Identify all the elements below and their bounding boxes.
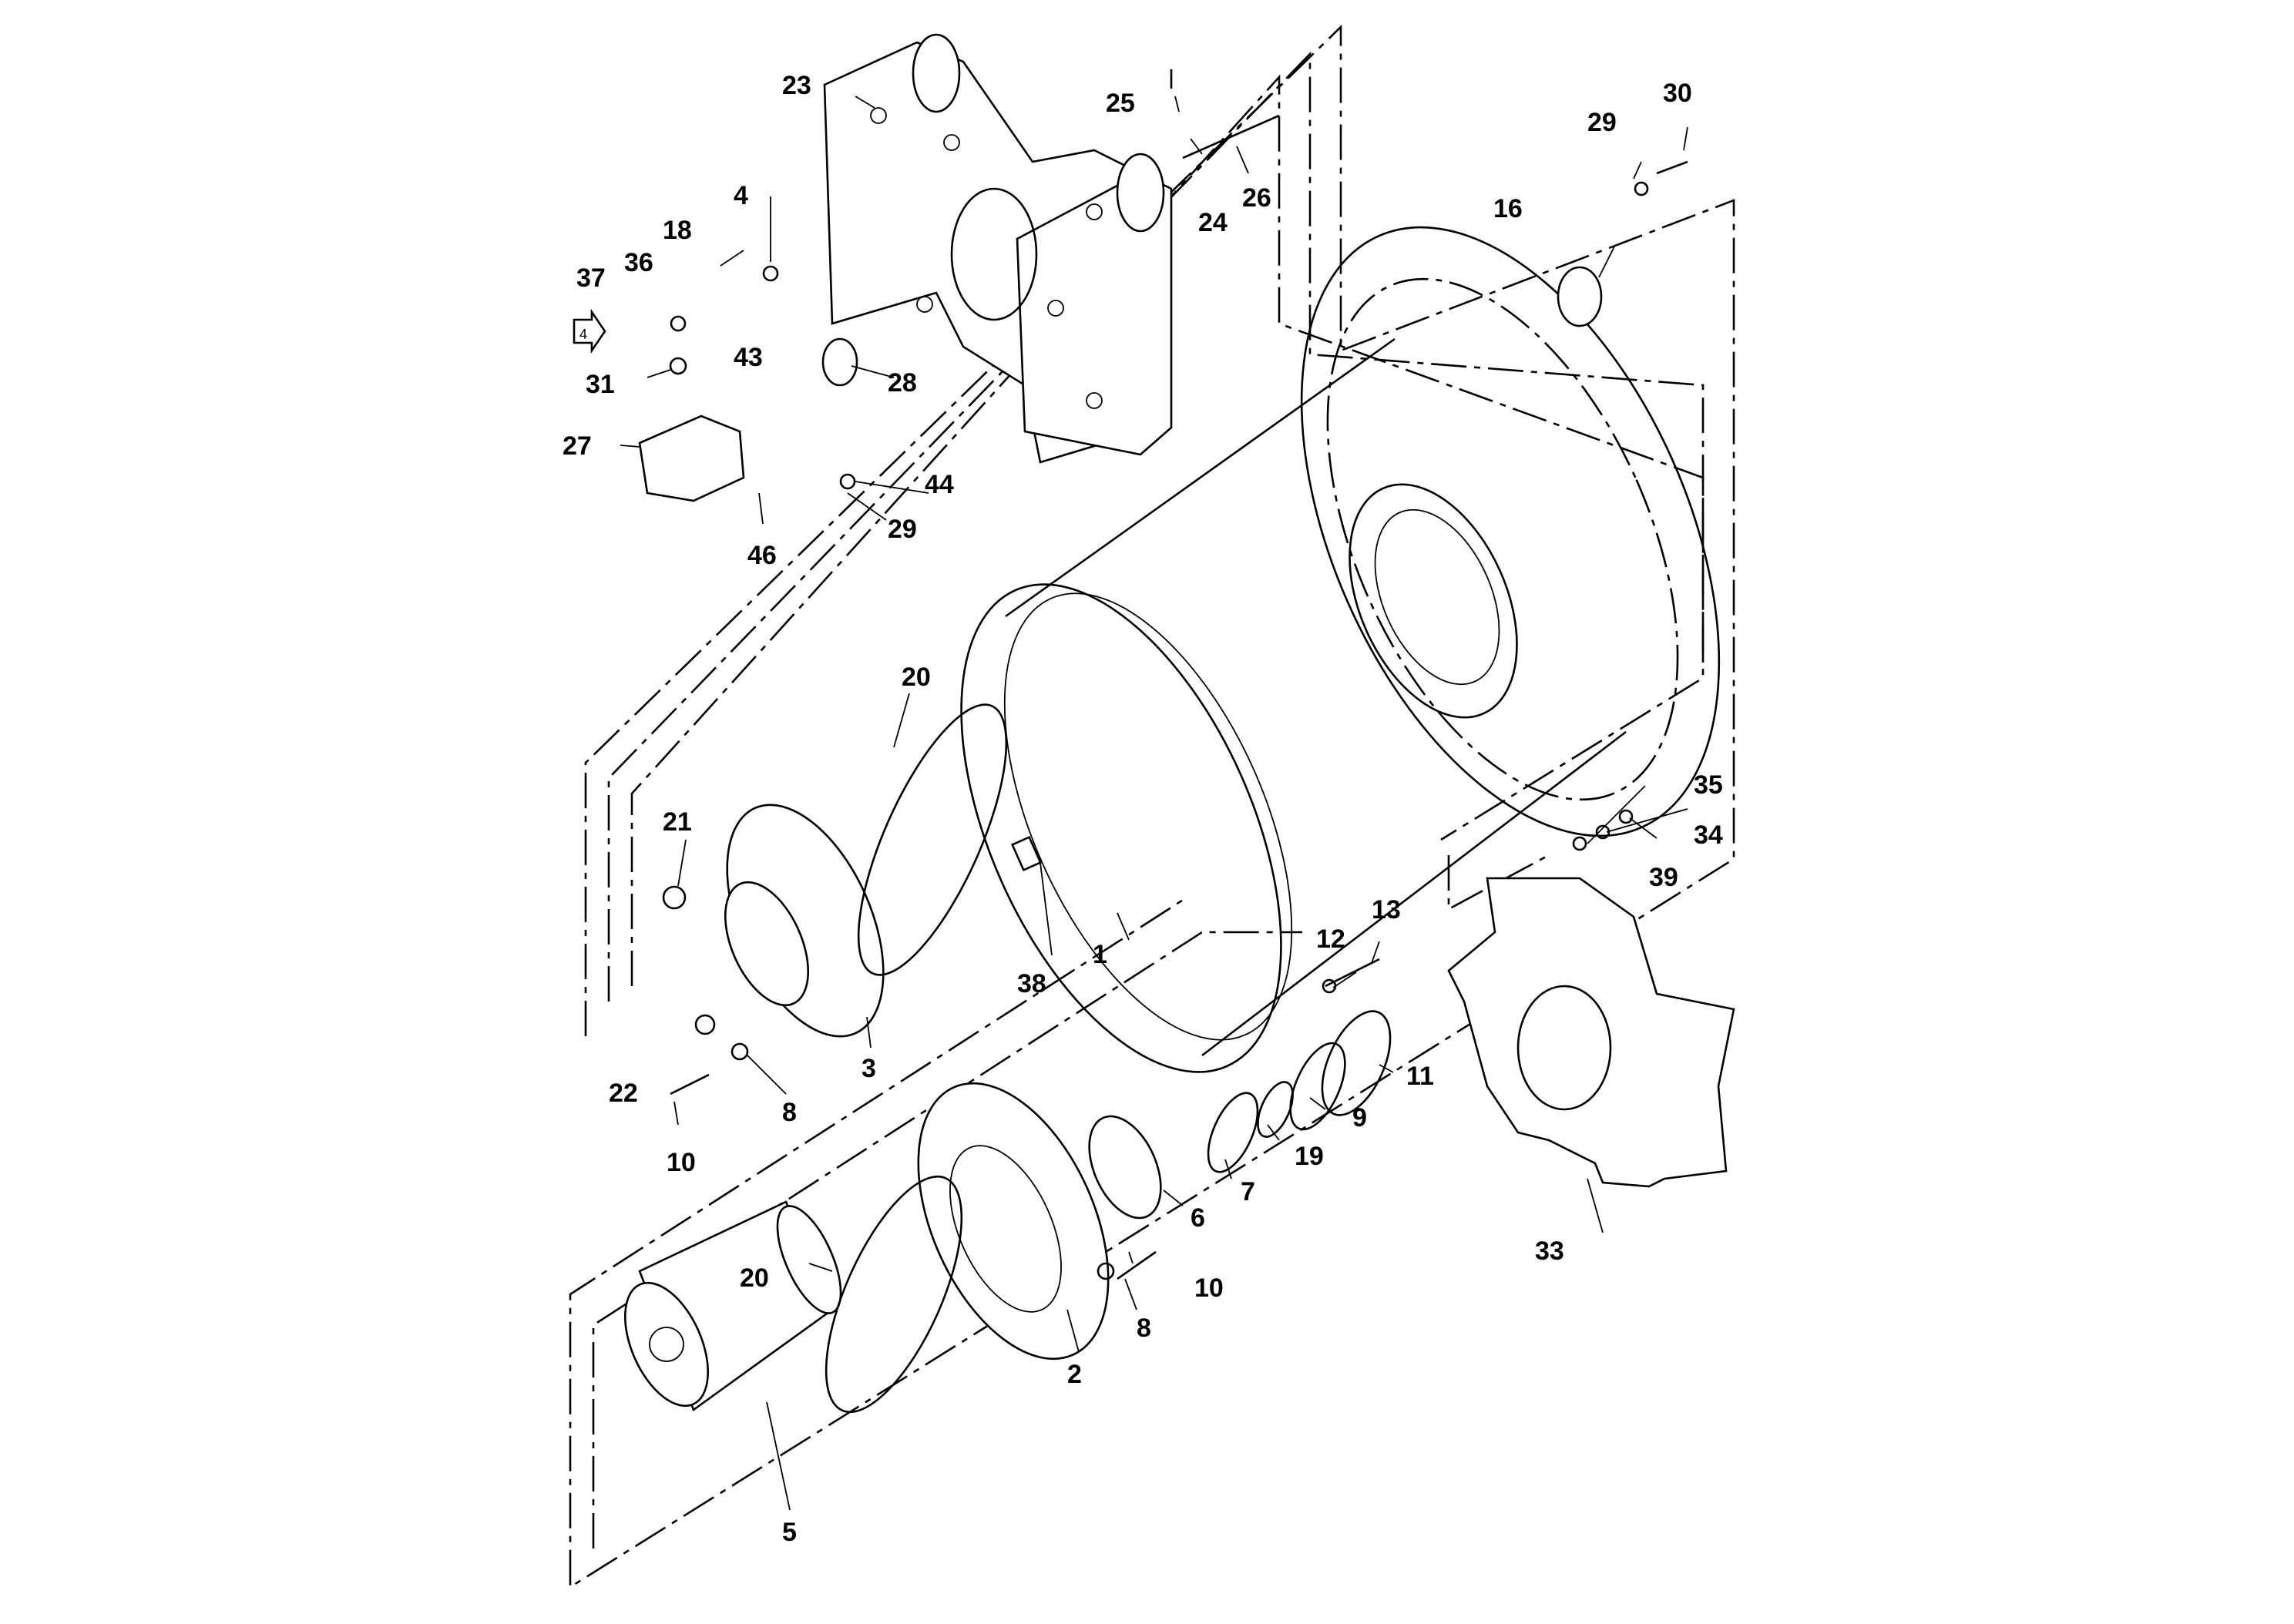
callout-24: 24 bbox=[1198, 208, 1228, 237]
callout-20b: 20 bbox=[740, 1263, 769, 1293]
callout-43: 43 bbox=[734, 343, 763, 372]
callout-22: 22 bbox=[609, 1079, 638, 1108]
callout-28: 28 bbox=[888, 368, 917, 398]
cap bbox=[1557, 266, 1603, 327]
callout-25: 25 bbox=[1106, 89, 1135, 118]
reference-arrow-label: 4 bbox=[579, 327, 587, 342]
drum-flange bbox=[917, 1082, 1110, 1361]
callout-30: 30 bbox=[1663, 79, 1692, 108]
callout-29b: 29 bbox=[888, 515, 917, 544]
callout-2: 2 bbox=[1067, 1360, 1082, 1389]
motor-flange bbox=[724, 804, 885, 1038]
o-rings bbox=[821, 337, 1392, 1414]
callout-37: 37 bbox=[576, 263, 606, 293]
leader-lines bbox=[620, 96, 1688, 1511]
callout-39: 39 bbox=[1649, 863, 1678, 892]
callout-labels: 1 2 3 4 5 6 7 8 8 9 10 10 11 12 13 16 18… bbox=[563, 71, 1723, 1547]
bracket-hub bbox=[1516, 985, 1612, 1111]
callout-8a: 8 bbox=[782, 1098, 797, 1127]
callout-46: 46 bbox=[747, 541, 777, 570]
callout-20a: 20 bbox=[902, 663, 931, 692]
callout-18: 18 bbox=[663, 216, 692, 245]
callout-19: 19 bbox=[1295, 1142, 1324, 1171]
yoke-frame bbox=[823, 33, 1173, 464]
callout-6: 6 bbox=[1191, 1203, 1205, 1233]
bearing bbox=[1088, 1115, 1162, 1220]
callout-16: 16 bbox=[1493, 194, 1523, 223]
callout-12: 12 bbox=[1316, 924, 1345, 954]
small-hardware bbox=[662, 69, 1688, 1280]
callout-33: 33 bbox=[1535, 1236, 1564, 1266]
callout-38: 38 bbox=[1017, 969, 1046, 998]
callout-35: 35 bbox=[1694, 770, 1723, 800]
callout-29a: 29 bbox=[1587, 108, 1617, 137]
callout-23: 23 bbox=[782, 71, 811, 100]
callout-11: 11 bbox=[1406, 1062, 1434, 1091]
callout-5: 5 bbox=[782, 1518, 797, 1547]
callout-7: 7 bbox=[1241, 1177, 1255, 1206]
callout-3: 3 bbox=[862, 1054, 876, 1083]
callout-44: 44 bbox=[925, 470, 954, 499]
callout-27: 27 bbox=[563, 431, 592, 461]
callout-21: 21 bbox=[663, 807, 692, 837]
callout-26: 26 bbox=[1242, 183, 1271, 213]
assembly-boundary-lines bbox=[569, 24, 1735, 1589]
valve-block bbox=[638, 414, 745, 502]
callout-4: 4 bbox=[734, 181, 748, 210]
callout-36: 36 bbox=[624, 248, 653, 277]
drive-motor bbox=[623, 1200, 842, 1412]
callout-8b: 8 bbox=[1137, 1314, 1151, 1343]
callout-10a: 10 bbox=[667, 1148, 696, 1177]
callout-9: 9 bbox=[1352, 1103, 1367, 1132]
callout-10b: 10 bbox=[1194, 1273, 1224, 1303]
callout-31: 31 bbox=[586, 370, 615, 399]
callout-34: 34 bbox=[1694, 820, 1723, 850]
callout-1: 1 bbox=[1093, 940, 1107, 969]
reference-arrow: 4 bbox=[573, 308, 606, 354]
callout-13: 13 bbox=[1372, 895, 1401, 924]
